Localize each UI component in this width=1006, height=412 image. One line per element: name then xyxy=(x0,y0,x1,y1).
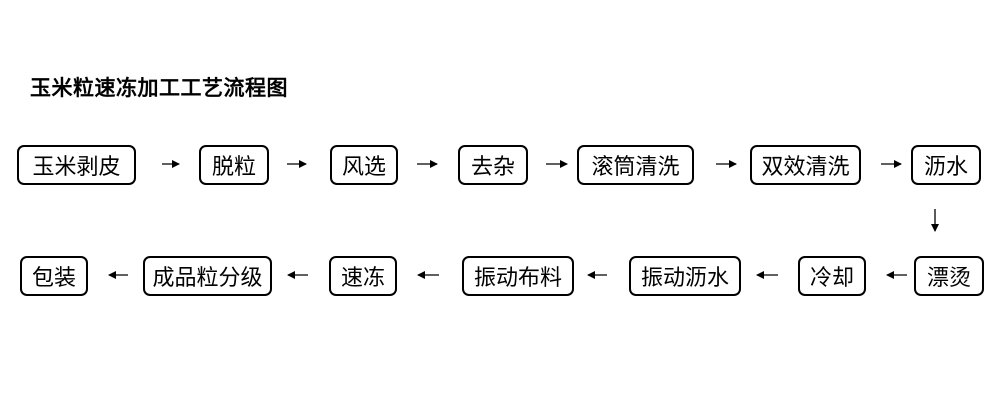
step-blanching: 漂烫 xyxy=(914,256,984,296)
step-vibrating-draining: 振动沥水 xyxy=(629,256,741,296)
step-impurity-removal: 去杂 xyxy=(458,145,528,185)
step-peeling: 玉米剥皮 xyxy=(17,145,136,185)
step-packing: 包装 xyxy=(20,256,88,296)
step-air-separation: 风选 xyxy=(330,145,398,185)
step-quick-freezing: 速冻 xyxy=(329,256,397,296)
diagram-title: 玉米粒速冻加工工艺流程图 xyxy=(30,76,288,100)
step-drum-washing: 滚筒清洗 xyxy=(577,145,694,185)
step-degraining: 脱粒 xyxy=(199,145,269,185)
step-vibrating-distribution: 振动布料 xyxy=(462,256,574,296)
step-draining: 沥水 xyxy=(911,145,981,185)
step-grading: 成品粒分级 xyxy=(143,256,272,296)
step-double-washing: 双效清洗 xyxy=(750,145,861,185)
step-cooling: 冷却 xyxy=(798,256,866,296)
